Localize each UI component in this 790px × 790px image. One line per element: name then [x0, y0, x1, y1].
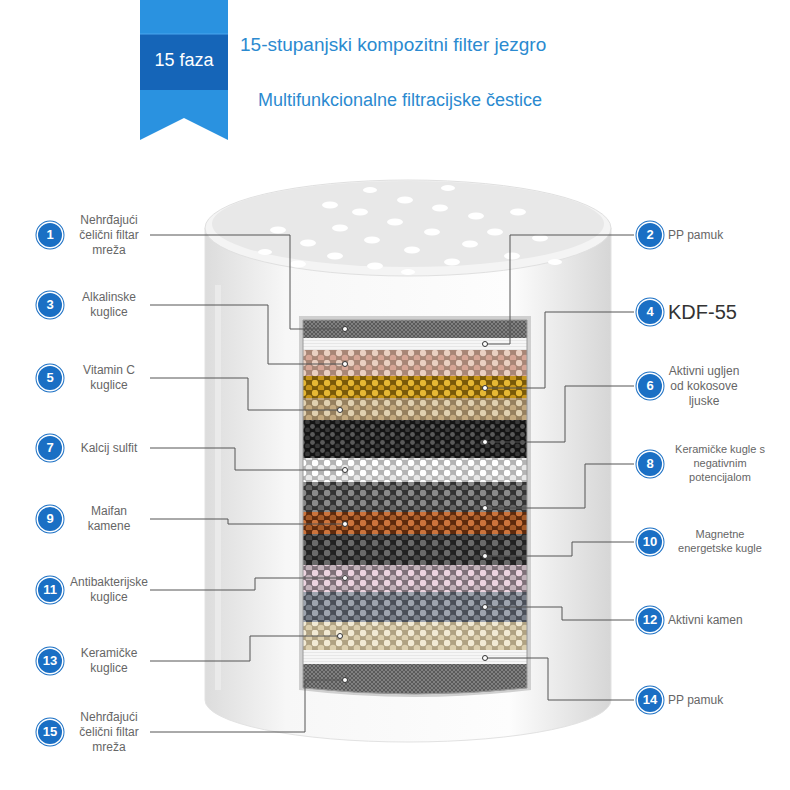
callout-number: 9 [38, 507, 62, 531]
part-label: Keramičke kugle s negativnim potencijalo… [668, 443, 772, 484]
subtitle: Multifunkcionalne filtracijske čestice [258, 90, 542, 111]
callout-number: 3 [38, 293, 62, 317]
callout-number: 1 [38, 223, 62, 247]
callout: 5Vitamin C kuglice [38, 363, 150, 393]
callout: 6Aktivni ugljen od kokosove ljuske [638, 364, 740, 409]
part-label: Magnetne energetske kugle [668, 528, 772, 556]
part-label: Antibakterijske kuglice [68, 575, 150, 605]
part-label: KDF-55 [668, 300, 788, 325]
part-label: Nehrđajući čelični filtar mreža [68, 213, 150, 258]
part-label: Kalcij sulfit [68, 441, 150, 456]
callout: 11Antibakterijske kuglice [38, 575, 150, 605]
callout: 8Keramičke kugle s negativnim potencijal… [638, 443, 772, 484]
callout: 2 PP pamuk [638, 223, 778, 247]
callout-number: 14 [638, 688, 662, 712]
callout: 14 PP pamuk [638, 688, 778, 712]
part-label: PP pamuk [668, 228, 778, 243]
part-label: Maifan kamene [68, 504, 150, 534]
part-label: Vitamin C kuglice [68, 363, 150, 393]
part-label: Aktivni kamen [668, 613, 778, 628]
part-label: Nehrđajući čelični filtar mreža [68, 710, 150, 755]
callout: 9Maifan kamene [38, 504, 150, 534]
callout-number: 13 [38, 649, 62, 673]
callout-number: 6 [638, 374, 662, 398]
callout-number: 12 [638, 608, 662, 632]
callout: 3Alkalinske kuglice [38, 290, 150, 320]
callout-number: 11 [38, 578, 62, 602]
callout-number: 2 [638, 223, 662, 247]
ribbon-text: 15 faza [140, 50, 228, 71]
callout-number: 4 [638, 300, 662, 324]
callout: 10Magnetne energetske kugle [638, 528, 772, 556]
title: 15-stupanjski kompozitni filter jezgro [240, 34, 546, 56]
callout: 13Keramičke kuglice [38, 646, 150, 676]
callout: 4KDF-55 [638, 300, 788, 325]
callout-number: 5 [38, 366, 62, 390]
callout-number: 15 [38, 720, 62, 744]
callout-number: 10 [638, 530, 662, 554]
part-label: Keramičke kuglice [68, 646, 150, 676]
callout-number: 7 [38, 436, 62, 460]
callout-number: 8 [638, 452, 662, 476]
stage-ribbon: 15 faza [140, 0, 228, 140]
part-label: PP pamuk [668, 693, 778, 708]
callout: 12 Aktivni kamen [638, 608, 778, 632]
callout: 15Nehrđajući čelični filtar mreža [38, 710, 150, 755]
callout: 1Nehrđajući čelični filtar mreža [38, 213, 150, 258]
part-label: Alkalinske kuglice [68, 290, 150, 320]
part-label: Aktivni ugljen od kokosove ljuske [668, 364, 740, 409]
callout: 7 Kalcij sulfit [38, 436, 150, 460]
